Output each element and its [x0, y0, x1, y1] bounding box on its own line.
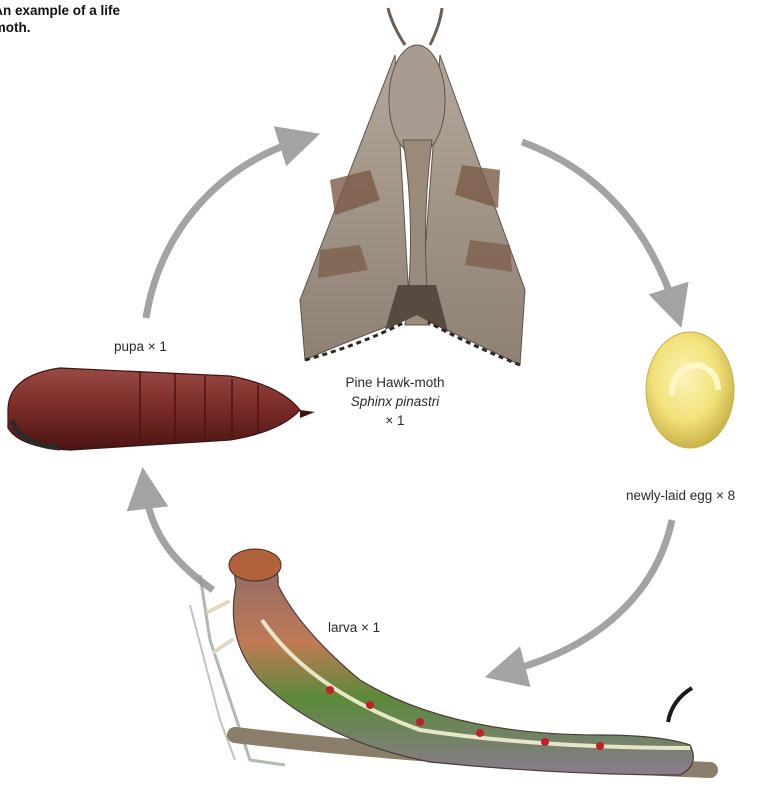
pupa-illustration: [8, 368, 315, 450]
arrow-larva-to-pupa: [145, 488, 213, 590]
egg-illustration: [646, 332, 734, 448]
moth-scale: × 1: [330, 411, 460, 430]
larva-label: larva × 1: [328, 620, 380, 635]
moth-scientific-name: Sphinx pinastri: [330, 392, 460, 411]
moth-illustration: [300, 8, 525, 365]
larva-illustration: [190, 549, 710, 775]
arrow-egg-to-larva: [505, 520, 672, 672]
arrow-pupa-to-moth: [146, 140, 300, 318]
egg-label: newly-laid egg × 8: [626, 488, 735, 503]
moth-caption: Pine Hawk-moth Sphinx pinastri × 1: [330, 373, 460, 430]
moth-common-name: Pine Hawk-moth: [330, 373, 460, 392]
arrow-moth-to-egg: [522, 142, 675, 308]
pupa-label: pupa × 1: [114, 339, 167, 354]
